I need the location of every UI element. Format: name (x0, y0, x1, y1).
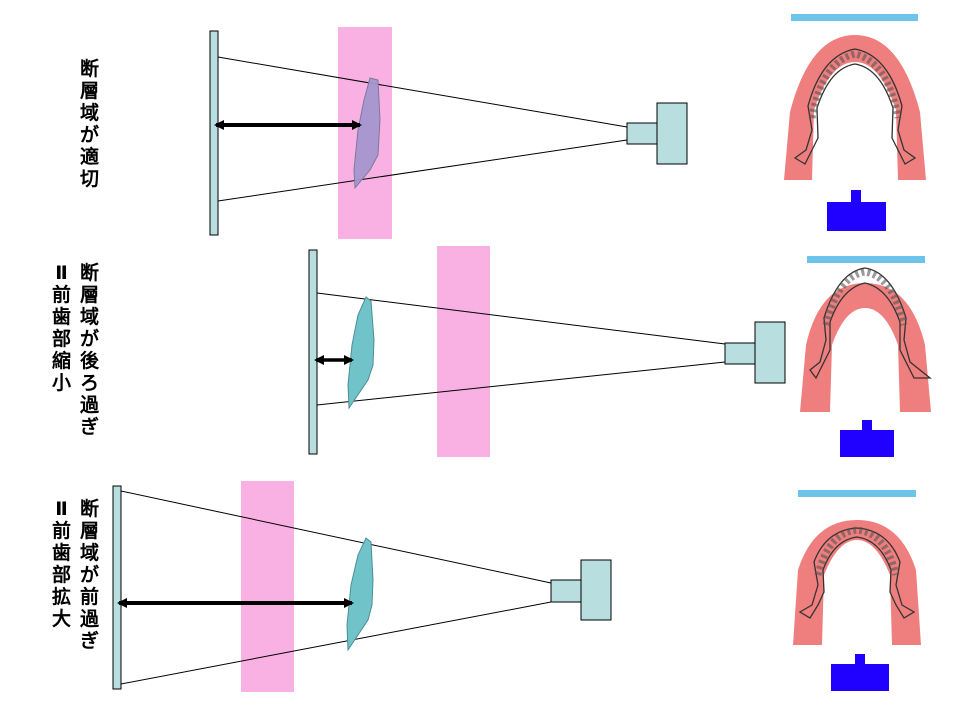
panel2-note: Ⅱ 前 歯 部 縮 小 (52, 262, 71, 394)
teeth-row (822, 268, 908, 326)
bite-block-stem (855, 654, 865, 665)
tooth-shape (353, 77, 381, 190)
focal-layer-band (241, 481, 294, 692)
detector-plate (308, 249, 318, 455)
detector-bar (791, 14, 918, 21)
jaw-arch (784, 35, 926, 180)
panel1-label-char: 域 (80, 102, 100, 124)
panel3-note-char: 拡 (52, 586, 72, 608)
beam-line-top (217, 56, 628, 128)
tooth-shape (347, 296, 375, 410)
source-nozzle (724, 342, 756, 365)
panel3-note-char: 部 (52, 564, 72, 586)
panel3-note-char: 大 (52, 608, 72, 630)
tooth-shape (346, 537, 374, 652)
panel3-note-char: 歯 (52, 542, 72, 564)
teeth-outline (793, 48, 917, 165)
panel3-label-char: が (80, 564, 100, 586)
panel3-label-char: 前 (80, 586, 100, 608)
panel3-label-char: 層 (80, 520, 100, 542)
panel2-label: 断 層 域 が 後 ろ 過 ぎ (80, 262, 99, 438)
panel1-label-char: 断 (80, 58, 100, 80)
detector-plate (209, 30, 219, 236)
bite-block-icon (840, 430, 894, 457)
panel2-geometry (308, 246, 786, 457)
panel2-note-char: 前 (52, 284, 72, 306)
panel2-label-char: 後 (80, 350, 100, 372)
bite-block-stem (862, 420, 872, 431)
panel3-label-char: ぎ (80, 630, 100, 652)
panel3-note-char: 前 (52, 520, 72, 542)
panel1-label-char: が (80, 124, 100, 146)
panel2-label-char: ろ (80, 372, 100, 394)
jaw-arch (800, 283, 931, 412)
beam-line-bottom (316, 361, 726, 406)
panel3-label-char: 過 (80, 608, 100, 630)
beam-line-top (120, 490, 552, 584)
arch-diagram-3 (793, 490, 921, 691)
panel2-note-char: 歯 (52, 306, 72, 328)
bite-block-stem (851, 190, 861, 203)
panel2-note-char: 縮 (52, 350, 72, 372)
beam-line-top (316, 292, 726, 345)
panel1-label-char: 適 (80, 146, 100, 168)
jaw-arch (793, 520, 921, 645)
beam-line-bottom (120, 601, 552, 685)
arch-diagram-1 (784, 14, 926, 231)
panel1-geometry (209, 27, 688, 239)
panel3-note-char: Ⅱ (55, 498, 68, 520)
panel3-label: 断 層 域 が 前 過 ぎ (80, 498, 99, 652)
panel3-label-char: 域 (80, 542, 100, 564)
detector-bar (807, 256, 925, 263)
panel2-label-char: 層 (80, 284, 100, 306)
beam-line-bottom (217, 139, 628, 202)
panel1-label-char: 切 (80, 168, 100, 190)
bite-block-icon (831, 664, 889, 691)
panel3-note: Ⅱ 前 歯 部 拡 大 (52, 498, 71, 630)
teeth-row (808, 50, 902, 119)
detector-plate (112, 485, 122, 690)
detector-bar (798, 490, 916, 497)
panel1-label-char: 層 (80, 80, 100, 102)
panel3-geometry (112, 481, 612, 692)
panel2-label-char: ぎ (80, 416, 100, 438)
source-housing (656, 102, 688, 165)
panel2-label-char: が (80, 328, 100, 350)
source-housing (580, 559, 612, 621)
source-housing (754, 321, 786, 384)
source-nozzle (550, 579, 582, 603)
panel2-note-char: 部 (52, 328, 72, 350)
arch-diagram-2 (800, 256, 932, 457)
bite-block-icon (827, 202, 886, 231)
focal-layer-band (437, 246, 490, 457)
panel1-label: 断 層 域 が 適 切 (80, 58, 99, 190)
source-nozzle (626, 122, 658, 145)
panel2-note-char: Ⅱ (55, 262, 68, 284)
panel2-label-char: 過 (80, 394, 100, 416)
panel2-note-char: 小 (52, 372, 72, 394)
panel3-label-char: 断 (80, 498, 100, 520)
panel2-label-char: 域 (80, 306, 100, 328)
teeth-outline (798, 527, 916, 619)
panel2-label-char: 断 (80, 262, 100, 284)
